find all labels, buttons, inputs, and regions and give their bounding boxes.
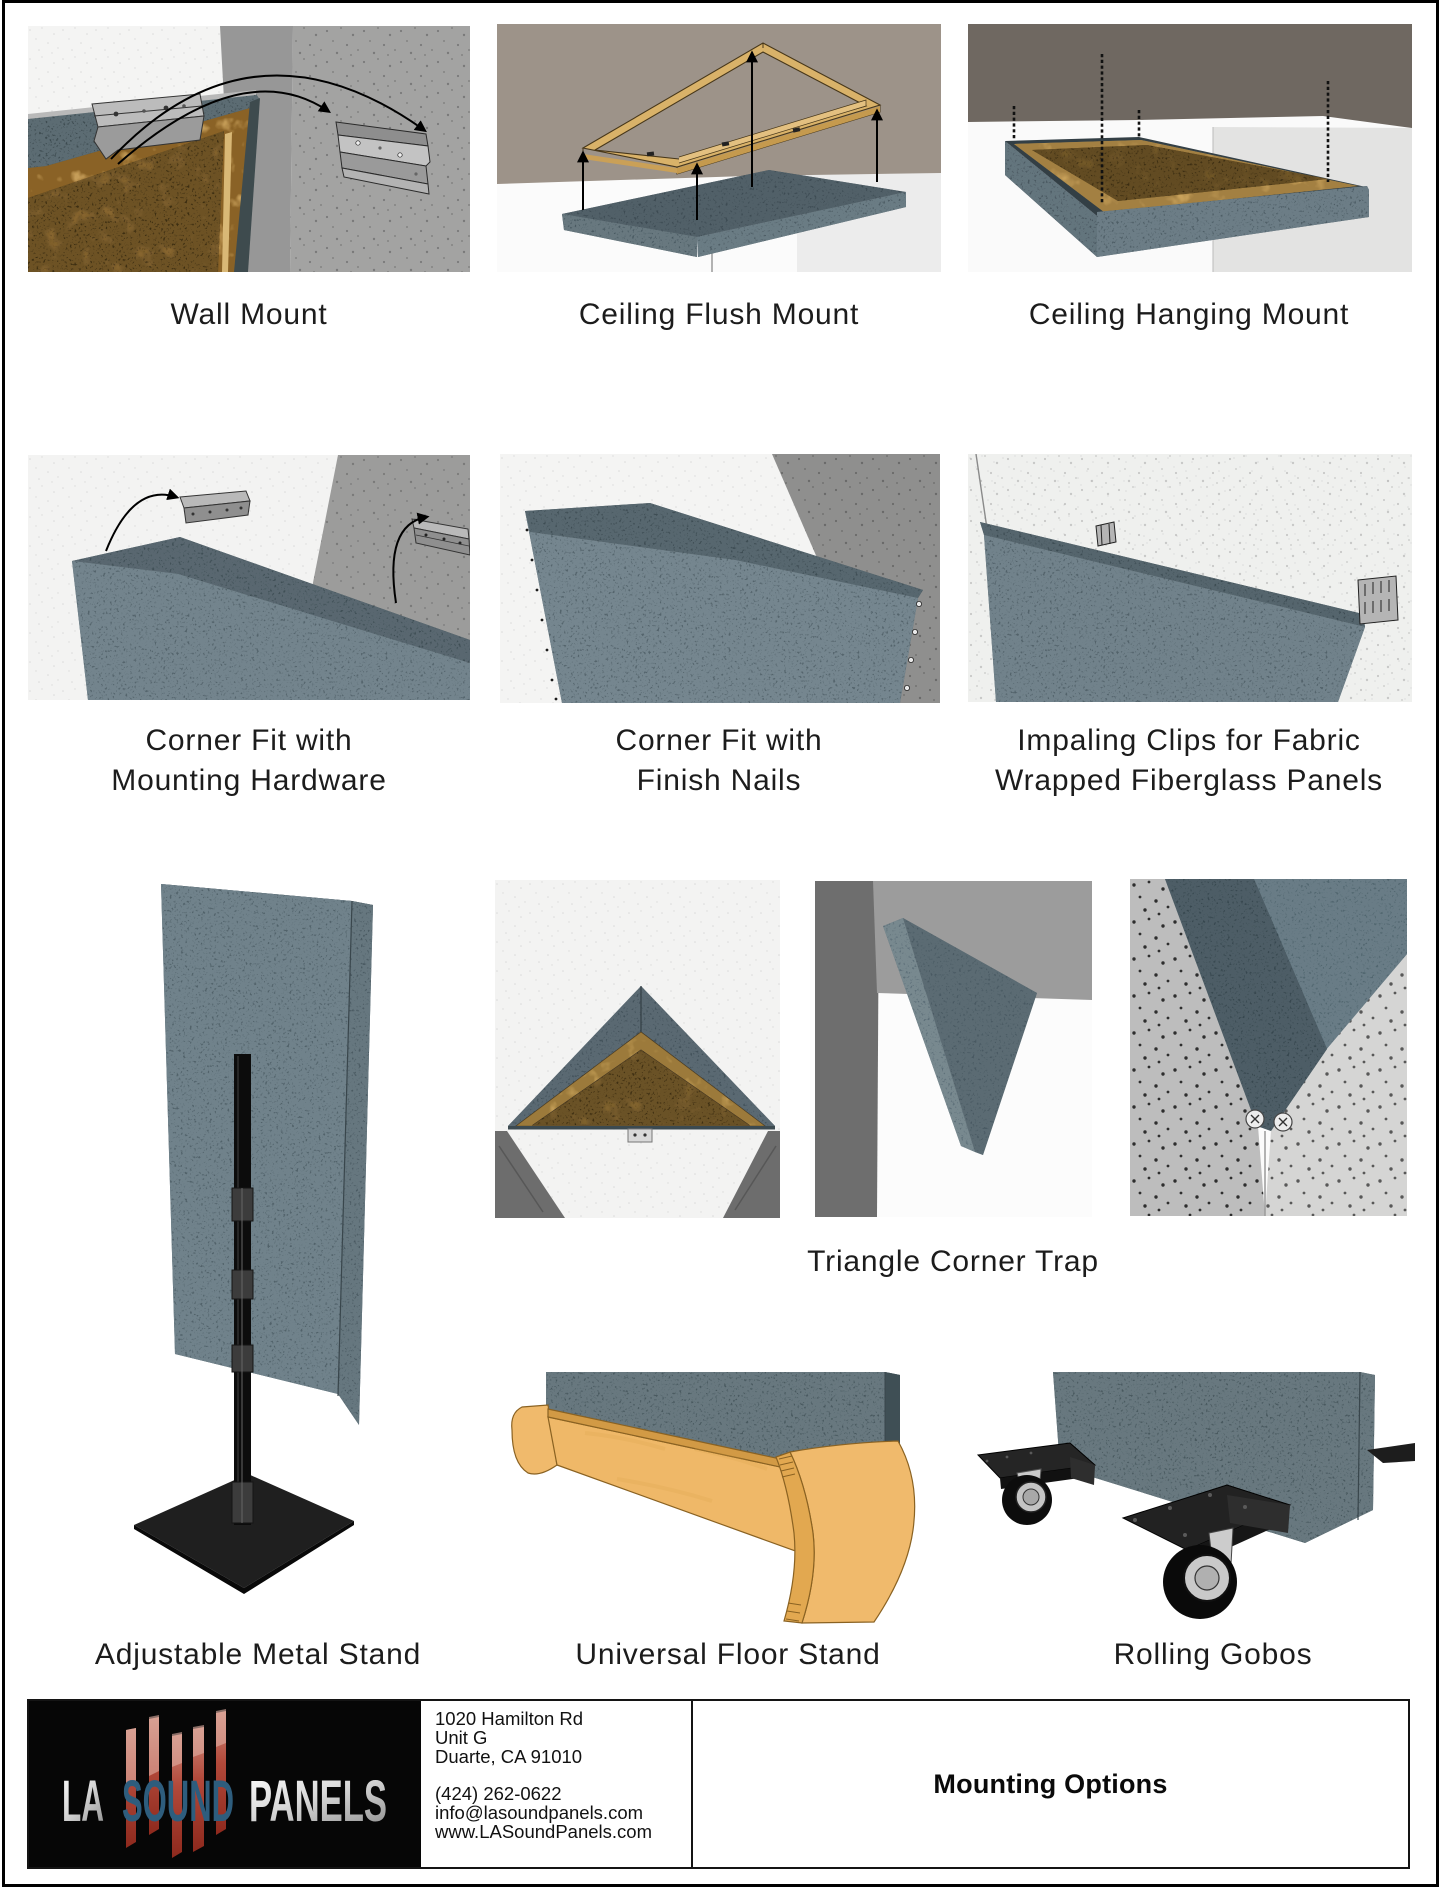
svg-text:LA: LA [62, 1769, 104, 1834]
svg-text:PANELS: PANELS [249, 1769, 387, 1834]
svg-text:SOUND: SOUND [122, 1769, 234, 1834]
